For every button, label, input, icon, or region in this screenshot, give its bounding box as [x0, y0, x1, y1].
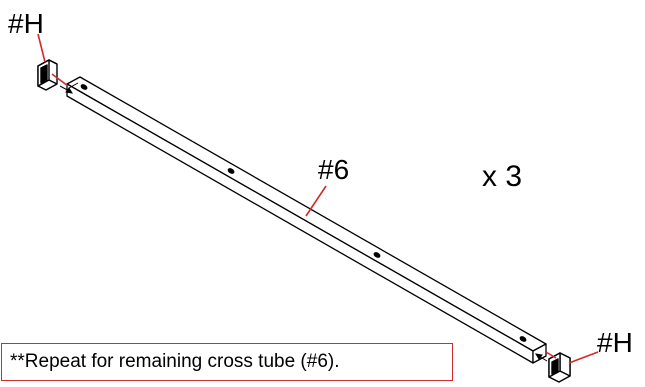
leader-line-6 [305, 185, 327, 217]
tube-hole [373, 252, 381, 258]
tube-hole [80, 84, 88, 90]
cross-tube-6 [66, 76, 547, 364]
quantity-label: x 3 [482, 160, 523, 193]
leader-line-h-bottom [568, 351, 599, 364]
repeat-note-text: **Repeat for remaining cross tube (#6). [10, 351, 340, 372]
end-cap-top [37, 59, 58, 91]
leader-lines [37, 33, 599, 364]
leader-line-h-bottom-2 [545, 351, 557, 359]
tube-hole [227, 168, 235, 174]
insert-arrow-bottom [535, 353, 548, 362]
tube-front-face [66, 83, 534, 364]
end-cap-label-bottom: #H [597, 327, 633, 358]
repeat-note-box: **Repeat for remaining cross tube (#6). [1, 343, 453, 381]
leader-line-h-top-2 [51, 73, 69, 87]
end-cap-label-top: #H [8, 8, 44, 39]
tube-end-face [532, 343, 547, 364]
cross-tube-label: #6 [318, 154, 350, 185]
tube-hole [519, 336, 527, 342]
end-cap-bottom [548, 352, 571, 383]
insert-arrow-top [59, 85, 73, 94]
leader-line-h-top [37, 33, 46, 63]
